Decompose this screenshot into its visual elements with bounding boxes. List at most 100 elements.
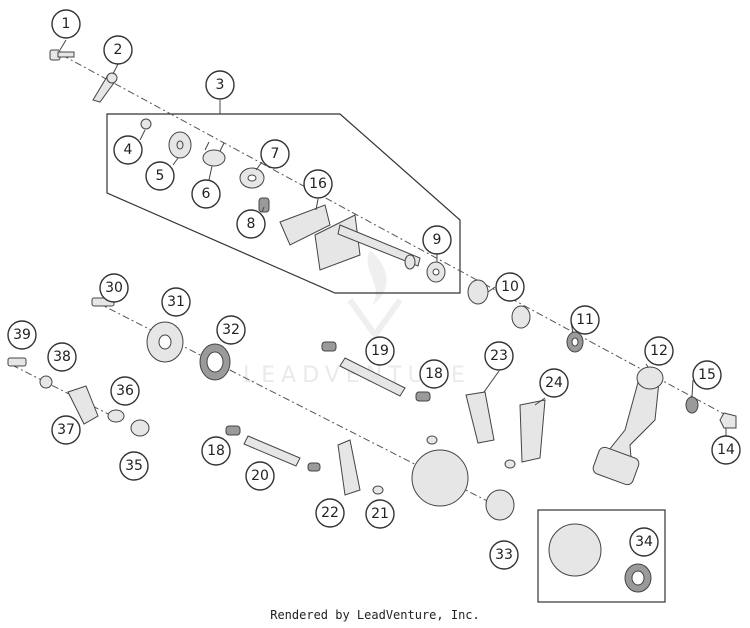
callout-36: 36: [110, 376, 140, 406]
callout-12: 12: [644, 336, 674, 366]
callout-19: 19: [365, 336, 395, 366]
part-pin-21: [372, 485, 384, 495]
callout-11: 11: [570, 305, 600, 335]
callout-35: 35: [119, 451, 149, 481]
svg-text:35: 35: [125, 458, 143, 474]
part-bolt-14: [719, 412, 737, 429]
svg-text:6: 6: [202, 186, 211, 202]
svg-text:38: 38: [53, 349, 71, 365]
callout-7: 7: [260, 139, 290, 169]
part-rod-20: [243, 435, 301, 467]
callout-15: 15: [692, 360, 722, 390]
callout-4: 4: [113, 135, 143, 165]
svg-text:14: 14: [717, 442, 735, 458]
callout-18-left: 18: [201, 436, 231, 466]
part-segment-31: [146, 321, 184, 363]
svg-text:9: 9: [433, 232, 442, 248]
part-spring-8: [258, 197, 270, 213]
part-drum-33: [411, 449, 515, 521]
part-washer-15: [685, 396, 699, 414]
callout-3: 3: [205, 70, 235, 100]
callout-5: 5: [145, 161, 175, 191]
part-spring-small: [307, 462, 321, 472]
svg-text:23: 23: [490, 348, 508, 364]
part-spring-6: [202, 141, 226, 167]
callout-6: 6: [191, 179, 221, 209]
svg-text:10: 10: [501, 279, 519, 295]
svg-text:12: 12: [650, 343, 668, 359]
callout-32: 32: [216, 315, 246, 345]
callout-30: 30: [99, 273, 129, 303]
assembly-33-frame: [537, 509, 666, 603]
callout-24: 24: [539, 368, 569, 398]
part-drum-33-boxed: [548, 523, 602, 577]
svg-text:20: 20: [251, 468, 269, 484]
assembly-3-frame: [106, 113, 461, 294]
callout-1: 1: [51, 9, 81, 39]
callout-16: 16: [303, 169, 333, 199]
leader-lines: [59, 39, 727, 436]
callout-37: 37: [51, 415, 81, 445]
callout-8: 8: [236, 209, 266, 239]
callout-34: 34: [629, 527, 659, 557]
part-spring-35: [130, 419, 150, 437]
svg-text:7: 7: [271, 146, 280, 162]
svg-text:1: 1: [62, 16, 71, 32]
part-bushing-36: [107, 409, 125, 423]
svg-text:33: 33: [495, 547, 513, 563]
callout-9: 9: [422, 225, 452, 255]
svg-text:19: 19: [371, 343, 389, 359]
svg-text:3: 3: [216, 77, 225, 93]
part-ring-7: [239, 167, 265, 189]
svg-text:5: 5: [156, 168, 165, 184]
part-lever-37: [67, 385, 99, 425]
callout-39: 39: [7, 320, 37, 350]
callout-10: 10: [495, 272, 525, 302]
svg-text:16: 16: [309, 176, 327, 192]
svg-text:39: 39: [13, 327, 31, 343]
callout-31: 31: [161, 287, 191, 317]
callout-22: 22: [315, 498, 345, 528]
left-axis-line: [11, 364, 121, 421]
svg-text:30: 30: [105, 280, 123, 296]
part-fork-23: [465, 391, 495, 444]
callout-2: 2: [103, 35, 133, 65]
svg-text:8: 8: [247, 216, 256, 232]
svg-text:4: 4: [124, 142, 133, 158]
svg-text:21: 21: [371, 506, 389, 522]
part-spring-18-right: [415, 391, 431, 402]
part-fork-24: [519, 399, 546, 463]
svg-text:11: 11: [576, 312, 594, 328]
svg-text:34: 34: [635, 534, 653, 550]
part-washer-38: [39, 375, 53, 389]
part-spring-18-lower: [225, 425, 241, 436]
footer-credit: Rendered by LeadVenture, Inc.: [270, 608, 480, 622]
part-fork-22: [337, 439, 361, 496]
part-bearing-34: [624, 563, 652, 593]
part-bolt-1: [49, 49, 75, 61]
svg-text:18: 18: [207, 443, 225, 459]
callout-21: 21: [365, 499, 395, 529]
part-bolt-39: [7, 357, 27, 367]
svg-text:24: 24: [545, 375, 563, 391]
part-shaft-17: [337, 224, 421, 270]
part-bearing-32: [199, 343, 231, 381]
callout-23: 23: [484, 341, 514, 371]
part-pin-small: [426, 435, 516, 469]
part-shift-lever-12: [592, 366, 664, 486]
part-washer-9: [426, 261, 446, 283]
svg-text:32: 32: [222, 322, 240, 338]
svg-text:2: 2: [114, 42, 123, 58]
svg-text:18: 18: [425, 366, 443, 382]
callout-14: 14: [711, 435, 741, 465]
callout-20: 20: [245, 461, 275, 491]
part-circlip-4: [140, 118, 152, 130]
part-rod-19: [339, 357, 406, 397]
part-washer-5: [168, 131, 192, 159]
svg-text:15: 15: [698, 367, 716, 383]
callout-18-right: 18: [419, 359, 449, 389]
part-seal-11: [566, 331, 584, 353]
part-lever-2: [92, 72, 118, 103]
callout-38: 38: [47, 342, 77, 372]
